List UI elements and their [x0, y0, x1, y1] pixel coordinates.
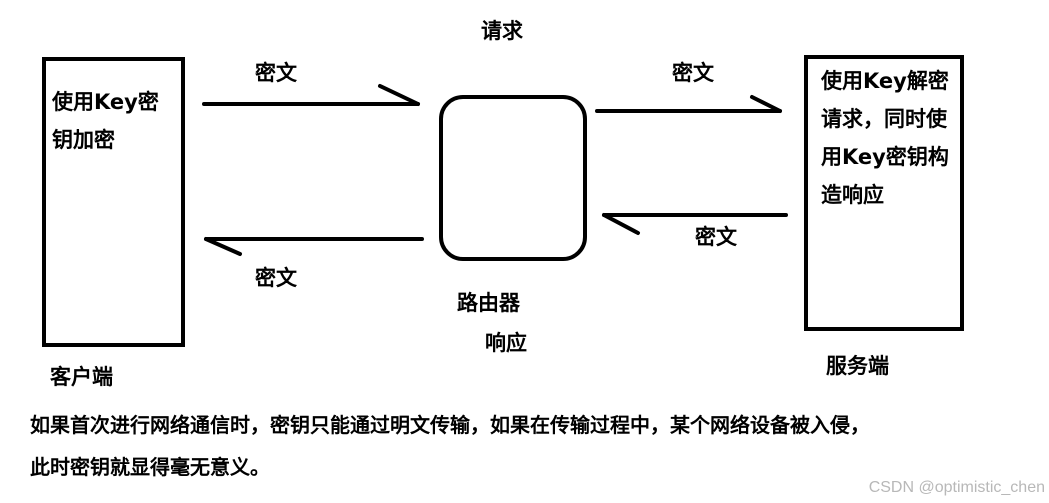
watermark: CSDN @optimistic_chen	[868, 479, 1045, 496]
ciphertext-label-server-out: 密文	[695, 225, 737, 249]
router-box	[439, 95, 587, 261]
client-box: 使用Key密 钥加密	[42, 57, 185, 347]
footer-line-2: 此时密钥就显得毫无意义。	[30, 455, 270, 479]
arrow-client-to-router	[202, 84, 420, 106]
arrow-router-to-server	[595, 95, 782, 113]
footer-line-1: 如果首次进行网络通信时，密钥只能通过明文传输，如果在传输过程中，某个网络设备被入…	[30, 413, 870, 437]
server-box: 使用Key解密 请求，同时使 用Key密钥构 造响应	[804, 55, 964, 331]
router-label: 路由器	[457, 291, 520, 315]
server-label: 服务端	[826, 354, 889, 378]
client-box-text: 使用Key密 钥加密	[52, 90, 159, 152]
ciphertext-label-client-in: 密文	[255, 266, 297, 290]
ciphertext-label-client-out: 密文	[255, 61, 297, 85]
ciphertext-label-server-in: 密文	[672, 61, 714, 85]
request-label: 请求	[481, 19, 523, 43]
server-box-text: 使用Key解密 请求，同时使 用Key密钥构 造响应	[821, 69, 949, 207]
arrow-server-to-router	[602, 213, 788, 235]
response-label: 响应	[485, 331, 527, 355]
arrow-router-to-client	[204, 237, 424, 256]
client-label: 客户端	[50, 365, 113, 389]
